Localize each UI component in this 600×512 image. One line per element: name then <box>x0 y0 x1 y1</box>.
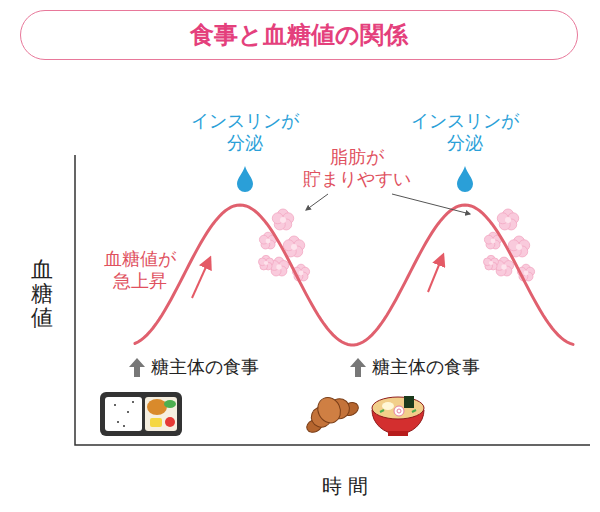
fat-flower <box>483 255 498 270</box>
rise-arrow <box>428 255 443 292</box>
fat-center <box>266 239 271 244</box>
fat-center <box>505 217 511 223</box>
bento-sesame <box>114 404 116 406</box>
title-text: 食事と血糖値の関係 <box>190 19 408 51</box>
rise-arrow <box>192 258 210 298</box>
bento-sesame <box>127 411 129 413</box>
axis-lines <box>75 155 590 445</box>
meal-label: 糖主体の食事 <box>372 356 480 378</box>
fat-center <box>516 244 522 250</box>
ramen-egg <box>382 402 394 410</box>
insulin-label: インスリンが 分泌 <box>191 110 299 153</box>
rise-label: 血糖値が 急上昇 <box>104 248 176 291</box>
fat-flower <box>272 209 293 230</box>
ramen-onion <box>380 410 416 412</box>
ramen-foot <box>388 431 408 436</box>
fat-center <box>491 239 496 244</box>
y-axis-label: 血糖値 <box>31 258 53 331</box>
x-axis-label: 時 間 <box>322 474 368 498</box>
fat-center <box>489 261 493 265</box>
insulin-drop <box>457 166 473 192</box>
leader-arrow <box>306 194 328 210</box>
bento-side <box>145 397 177 431</box>
bento-box <box>100 392 182 436</box>
blood-sugar-curve <box>135 205 573 345</box>
fat-center <box>280 217 286 223</box>
bento-sesame <box>117 421 119 423</box>
ramen-nori <box>404 396 414 408</box>
title-banner: 食事と血糖値の関係 <box>20 10 578 60</box>
bento-tomato <box>165 417 175 427</box>
meal-label: 糖主体の食事 <box>151 356 259 378</box>
fat-center <box>276 264 281 269</box>
fat-center <box>264 261 268 265</box>
bento-leaf <box>164 400 176 408</box>
ramen-soup <box>372 397 424 419</box>
croissant-part <box>314 394 345 427</box>
insulin-label: インスリンが 分泌 <box>411 110 519 153</box>
bento-egg <box>150 418 162 427</box>
fat-flower <box>258 255 273 270</box>
insulin-drop <box>237 166 253 192</box>
meal-up-arrow <box>350 358 366 377</box>
fat-flower <box>497 209 518 230</box>
fat-center <box>501 264 506 269</box>
fat-clusters <box>258 209 534 281</box>
bento-rice <box>105 397 142 431</box>
ramen-icon <box>372 396 424 436</box>
fat-center <box>299 271 304 276</box>
bento-icon <box>100 392 182 436</box>
fat-center <box>524 271 529 276</box>
ramen-swirl <box>397 409 401 413</box>
ramen-naruto <box>394 406 404 416</box>
meal-up-arrow <box>129 358 145 377</box>
bento-fried <box>147 399 167 415</box>
bento-sesame <box>132 401 134 403</box>
croissant-icon <box>298 387 360 435</box>
bento-sesame <box>123 425 125 427</box>
fat-label: 脂肪が 貯まりやすい <box>303 146 411 189</box>
leader-arrow <box>392 194 470 214</box>
fat-center <box>291 244 297 250</box>
